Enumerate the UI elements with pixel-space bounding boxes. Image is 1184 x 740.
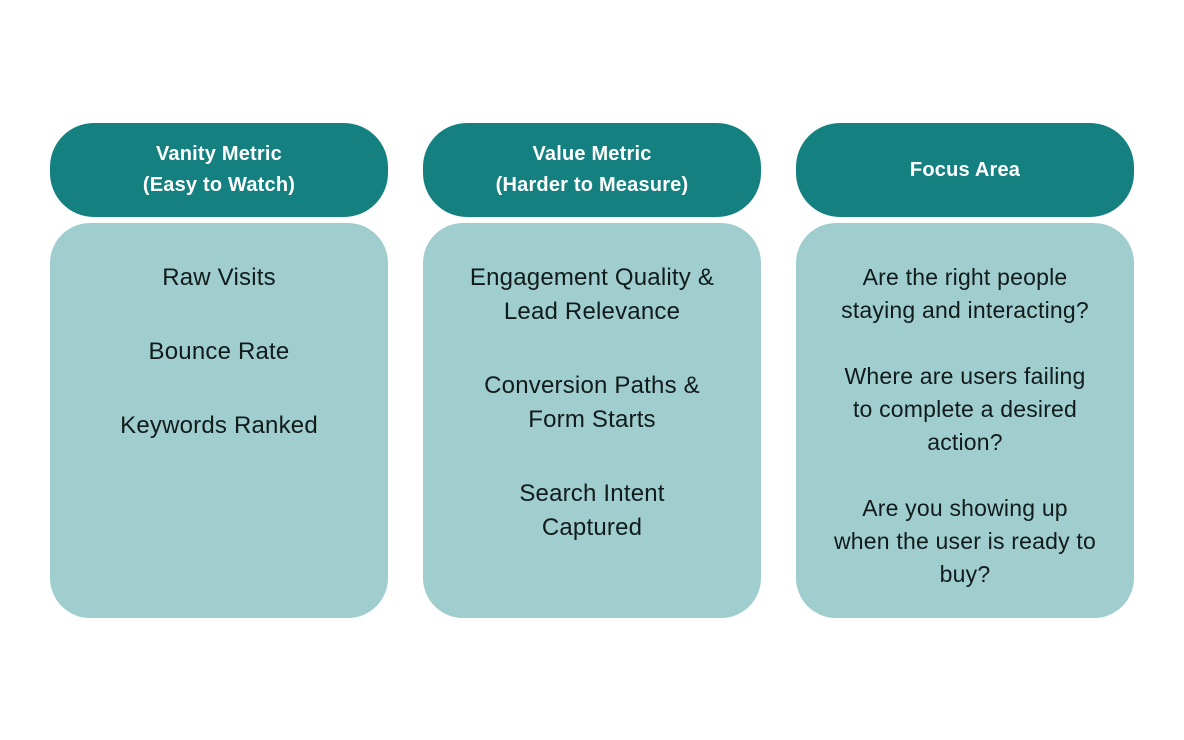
column-header-focus-area: Focus Area: [796, 123, 1134, 217]
metric-item: Search Intent Captured: [519, 480, 665, 541]
column-value-metric: Value Metric (Harder to Measure) Engagem…: [423, 0, 761, 740]
focus-question: Where are users failing to complete a de…: [844, 363, 1086, 455]
column-header-value-metric: Value Metric (Harder to Measure): [423, 123, 761, 217]
column-vanity-metric: Vanity Metric (Easy to Watch) Raw Visits…: [50, 0, 388, 740]
column-body-focus-area: Are the right people staying and interac…: [796, 223, 1134, 618]
focus-question: Are the right people staying and interac…: [841, 264, 1089, 323]
metric-item: Raw Visits: [162, 264, 276, 291]
metric-item: Engagement Quality & Lead Relevance: [469, 264, 715, 325]
focus-question: Are you showing up when the user is read…: [834, 495, 1096, 587]
metric-item: Conversion Paths & Form Starts: [484, 372, 700, 433]
column-header-vanity-metric: Vanity Metric (Easy to Watch): [50, 123, 388, 217]
column-focus-area: Focus Area Are the right people staying …: [796, 0, 1134, 740]
column-body-vanity-metric: Raw Visits Bounce Rate Keywords Ranked: [50, 223, 388, 618]
metric-item: Bounce Rate: [148, 338, 290, 365]
metric-item: Keywords Ranked: [120, 412, 318, 439]
column-body-value-metric: Engagement Quality & Lead Relevance Conv…: [423, 223, 761, 618]
